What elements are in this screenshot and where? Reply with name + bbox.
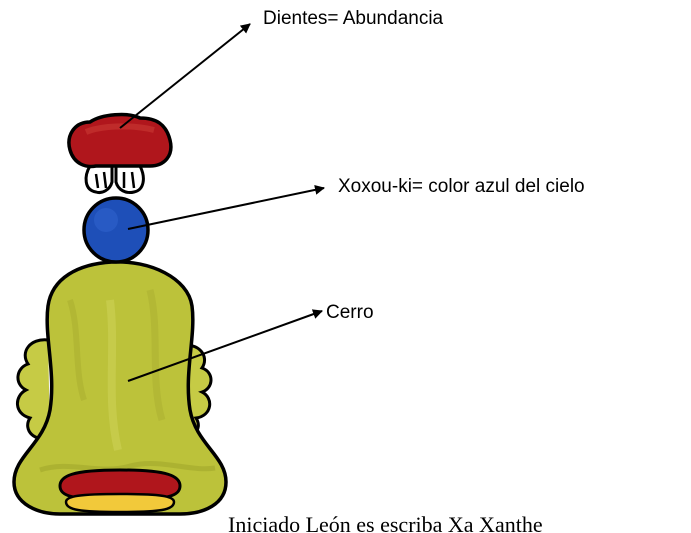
cropped-caption-text: Iniciado León es escriba Xa Xanthe: [228, 513, 543, 533]
hill-shape: [12, 260, 228, 516]
hill-base-yellow-band: [64, 492, 176, 514]
arrow-to-hill-label: [127, 309, 323, 382]
teeth-shape: [84, 164, 145, 194]
hill-body: [12, 260, 228, 516]
hill-left-scroll: [16, 338, 51, 440]
arrow-to-teeth-label: [119, 23, 251, 129]
sky-color-label: Xoxou-ki= color azul del cielo: [338, 176, 585, 197]
tooth-left: [84, 164, 114, 194]
hill-label: Cerro: [326, 302, 374, 323]
red-cap: [67, 112, 173, 169]
sky-blue-circle: [82, 196, 150, 264]
teeth-label: Dientes= Abundancia: [263, 8, 444, 29]
arrow-to-sky-label: [127, 184, 325, 230]
tooth-right: [114, 164, 145, 194]
